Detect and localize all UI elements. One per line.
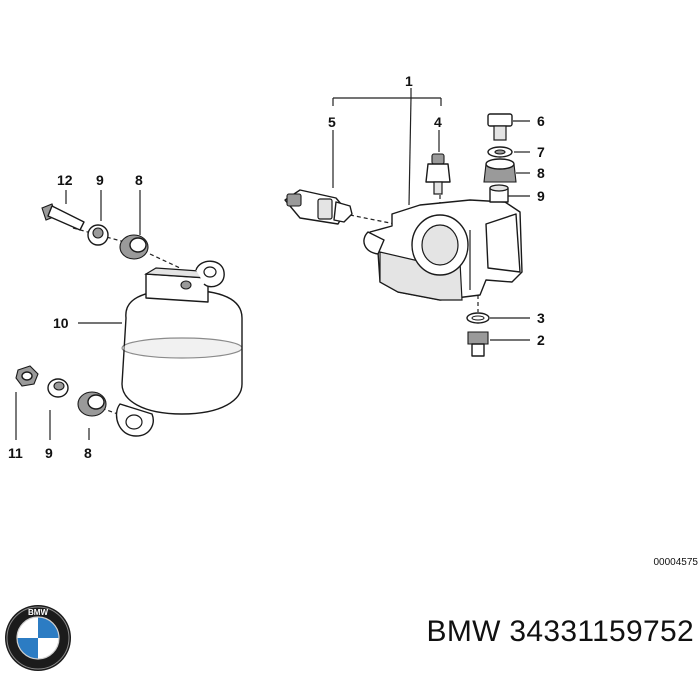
bushing-8-right	[483, 158, 517, 183]
logo-ring-text: BMW	[28, 608, 48, 617]
callout-1: 1	[405, 73, 413, 89]
callout-4: 4	[434, 114, 442, 130]
callout-6: 6	[537, 113, 545, 129]
callout-7: 7	[537, 144, 545, 160]
spacer-9-top	[87, 224, 109, 246]
parts-diagram: 1 5 4 6 7 8 9 3 2 12 9 8 10 11 9 8	[8, 73, 545, 461]
nut-11	[15, 365, 39, 387]
washer-7	[487, 146, 513, 158]
callout-8-bottom: 8	[84, 445, 92, 461]
leader-lines	[15, 88, 530, 440]
plug-2	[467, 331, 489, 357]
bmw-roundel-icon: BMW	[5, 605, 71, 671]
valve-housing	[363, 199, 523, 301]
bushing-8-bottom	[77, 391, 107, 417]
bolt-6	[487, 113, 513, 141]
part-caption: BMW 34331159752	[426, 615, 694, 648]
callout-12: 12	[57, 172, 73, 188]
callout-5: 5	[328, 114, 336, 130]
temperature-sensor	[425, 153, 451, 195]
o-ring-3	[466, 312, 490, 324]
callout-9-right: 9	[537, 188, 545, 204]
callout-8-right: 8	[537, 165, 545, 181]
callout-2: 2	[537, 332, 545, 348]
callout-11: 11	[8, 445, 23, 461]
spacer-9-bottom	[47, 378, 69, 398]
callout-numbers: 1 5 4 6 7 8 9 3 2 12 9 8 10 11 9 8	[8, 73, 545, 461]
bushing-8-top	[119, 234, 149, 260]
callout-9-bottom: 9	[45, 445, 53, 461]
diagram-reference-code: 00004575	[653, 557, 699, 568]
pressure-accumulator	[115, 260, 243, 437]
bolt-12	[41, 203, 85, 231]
pressure-switch	[284, 189, 353, 225]
spacer-9-right	[489, 184, 509, 203]
callout-8-top: 8	[135, 172, 143, 188]
callout-9-top: 9	[96, 172, 104, 188]
callout-10: 10	[53, 315, 69, 331]
callout-3: 3	[537, 310, 545, 326]
